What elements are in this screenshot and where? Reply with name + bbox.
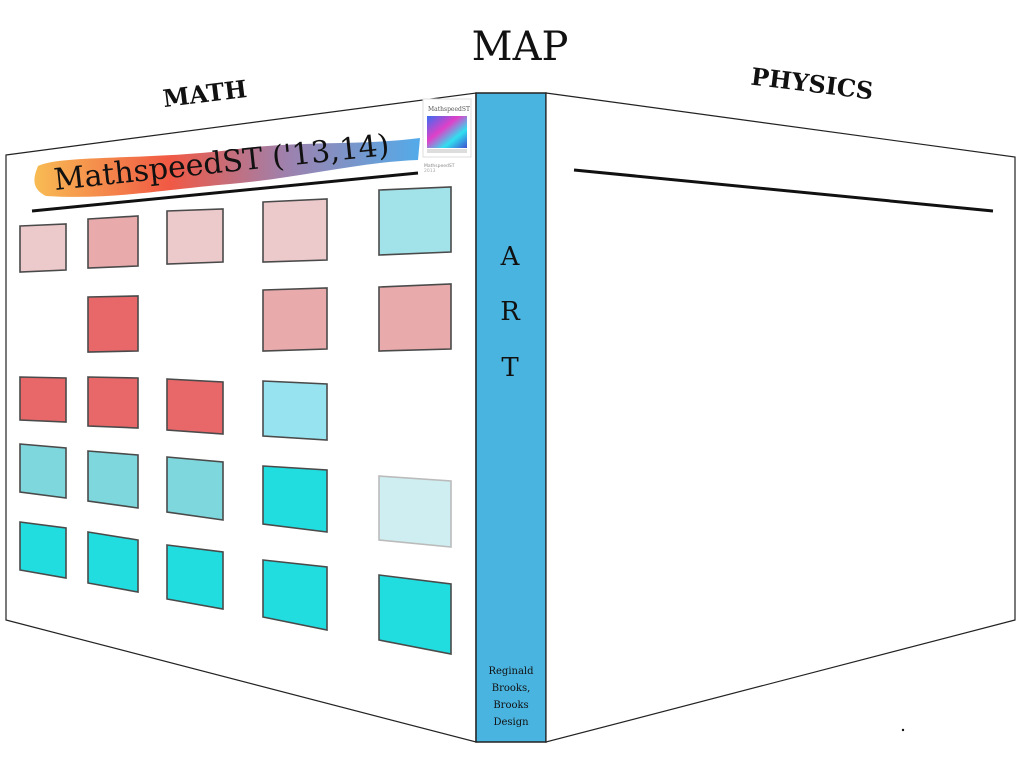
physics-label: PHYSICS [749,62,874,106]
art-spine [475,92,547,743]
math-square-r1-c5 [378,186,452,256]
thumbnail-image [427,116,467,148]
math-square-r1-c2 [87,215,139,269]
math-square-r1-c4 [262,198,328,263]
math-square-r4-c2 [87,450,139,509]
credit-line-4: Design [493,717,529,728]
math-square-r3-c1 [19,376,67,423]
map-title: MAP [472,24,569,70]
stray-dot [901,728,905,732]
credit-line-2: Brooks, [492,683,531,694]
math-square-r1-c1 [19,223,67,273]
math-square-r3-c3 [166,378,224,435]
thumbnail-year: 2013 [424,168,436,174]
math-square-r1-c3 [166,208,224,265]
math-square-r4-c1 [19,443,67,499]
math-square-r4-c5 [378,475,452,548]
math-label: MATH [161,74,248,113]
math-square-r5-c1 [19,521,67,579]
physics-underline [573,168,994,213]
math-square-r5-c3 [166,544,224,610]
math-square-r5-c5 [378,574,452,655]
math-square-r2-c4 [262,287,328,352]
math-square-r5-c4 [262,559,328,631]
spine-letter-r: R [500,297,521,327]
credit-line-1: Reginald [488,666,534,677]
spine-letter-t: T [501,353,519,383]
math-square-r3-c4 [262,380,328,441]
math-square-r2-c5 [378,283,452,352]
credit-line-3: Brooks [493,700,528,711]
physics-panel [545,92,1016,743]
thumbnail-title: MathspeedST [428,106,470,113]
math-square-r3-c2 [87,376,139,429]
math-underline [31,171,419,213]
mathspeed-thumbnail[interactable]: MathspeedST MathspeedST 2013 [422,98,472,174]
math-square-r4-c3 [166,456,224,521]
spine-letter-a: A [500,242,521,272]
math-square-r4-c4 [262,465,328,533]
math-square-r2-c2 [87,295,139,353]
math-square-r5-c2 [87,531,139,593]
math-grid [19,186,452,655]
thumbnail-caption: MathspeedST [424,163,455,169]
